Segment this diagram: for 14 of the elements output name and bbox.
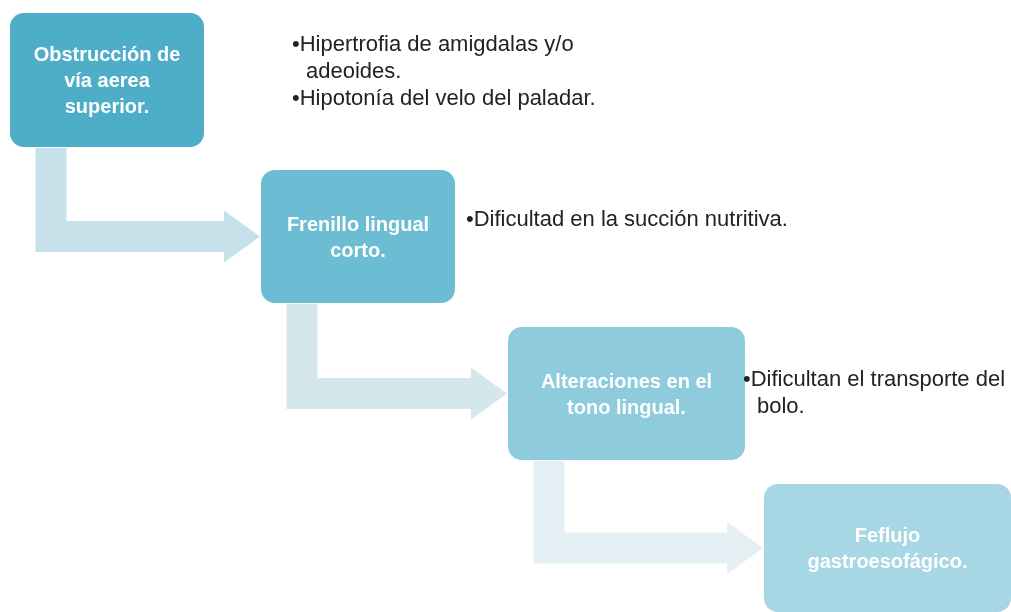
bent-arrow bbox=[533, 461, 763, 574]
bullet-text: •Hipotonía del velo del paladar. bbox=[292, 84, 597, 111]
process-box bbox=[764, 484, 1011, 612]
process-box bbox=[10, 13, 204, 147]
bent-arrow bbox=[286, 304, 507, 420]
bullet-text: •Dificultan el transporte del bolo. bbox=[743, 365, 1007, 419]
process-box bbox=[508, 327, 745, 460]
box-title: Alteraciones en el tono lingual. bbox=[539, 368, 714, 420]
box-title: Feflujo gastroesofágico. bbox=[806, 523, 969, 574]
box-title: Frenillo lingual corto. bbox=[285, 211, 431, 263]
box-title: Obstrucción de vía aerea superior. bbox=[32, 42, 182, 119]
bullet-text: •Hipertrofia de amigdalas y/o adeoides. bbox=[292, 30, 575, 84]
process-box bbox=[261, 170, 455, 303]
bullet-text: •Dificultad en la succión nutritiva. bbox=[466, 205, 789, 232]
